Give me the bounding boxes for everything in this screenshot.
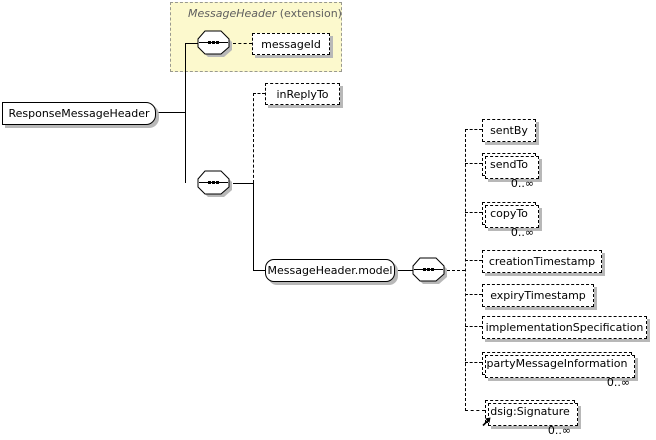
element-label: expiryTimestamp xyxy=(490,289,586,302)
element-label: sendTo xyxy=(489,158,529,171)
connector-seq1-to-messageid xyxy=(233,43,252,44)
connector-to-implementationspecification xyxy=(465,326,482,327)
element-box-creationtimestamp[interactable]: creationTimestamp xyxy=(482,250,602,273)
element-box-dsig-signature[interactable]: dsig:Signature xyxy=(482,400,578,427)
element-box-sentby[interactable]: sentBy xyxy=(482,119,536,142)
element-box-expirytimestamp[interactable]: expiryTimestamp xyxy=(482,284,594,307)
connector-to-partymessageinformation xyxy=(465,362,482,363)
sequence-icon[interactable] xyxy=(412,255,450,285)
sequence-icon[interactable] xyxy=(197,168,235,198)
element-box-messageid[interactable]: messageId xyxy=(252,33,330,55)
connector-to-sendto xyxy=(465,163,482,164)
connector-to-dsig-signature xyxy=(465,410,485,411)
element-box-copyto[interactable]: copyTo xyxy=(482,202,539,228)
connector-to-inreplyto xyxy=(253,93,265,94)
element-label: messageId xyxy=(261,37,321,51)
connector-to-creationtimestamp xyxy=(465,260,482,261)
connector-root-to-trunk xyxy=(156,112,185,113)
connector-to-model-box xyxy=(253,270,265,271)
connector-to-copyto xyxy=(465,212,482,213)
occurrence-label-copyto: 0..∞ xyxy=(510,226,534,239)
extension-suffix: (extension) xyxy=(276,7,342,20)
connector-seq3-right xyxy=(447,270,465,271)
element-box-inreplyto[interactable]: inReplyTo xyxy=(265,83,340,105)
element-label: creationTimestamp xyxy=(488,255,596,268)
element-box-responsemessageheader[interactable]: ResponseMessageHeader xyxy=(2,102,156,125)
sequence-icon[interactable] xyxy=(197,28,235,58)
occurrence-label-dsig-signature: 0..∞ xyxy=(547,424,571,437)
connector-seq2-right xyxy=(233,183,253,184)
element-label: copyTo xyxy=(490,207,528,220)
element-box-sendto[interactable]: sendTo xyxy=(482,153,539,179)
connector-seq2-down xyxy=(253,183,254,270)
element-label: dsig:Signature xyxy=(490,405,570,418)
element-label: sentBy xyxy=(490,124,528,137)
element-label: implementationSpecification xyxy=(485,321,644,334)
connector-children-vertical xyxy=(465,129,466,411)
connector-model-to-seq3 xyxy=(393,270,415,271)
element-label: MessageHeader.model xyxy=(267,264,393,277)
element-box-implementationspecification[interactable]: implementationSpecification xyxy=(482,316,647,339)
element-label: partyMessageInformation xyxy=(486,357,628,370)
connector-trunk-to-seq1 xyxy=(185,43,200,44)
element-reference-icon xyxy=(482,417,491,427)
extension-frame-title: MessageHeader (extension) xyxy=(188,7,342,20)
occurrence-label-partymessageinformation: 0..∞ xyxy=(606,376,630,389)
element-box-messageheader-model[interactable]: MessageHeader.model xyxy=(265,259,395,282)
connector-trunk-vertical xyxy=(185,43,186,183)
occurrence-label-sendto: 0..∞ xyxy=(510,177,534,190)
extension-type-name: MessageHeader xyxy=(188,7,277,20)
connector-seq2-up-optional xyxy=(253,93,254,183)
element-box-partymessageinformation[interactable]: partyMessageInformation xyxy=(482,352,635,378)
element-label: inReplyTo xyxy=(276,87,329,101)
element-label: ResponseMessageHeader xyxy=(8,107,150,120)
connector-to-sentby xyxy=(465,129,482,130)
connector-to-expirytimestamp xyxy=(465,294,482,295)
